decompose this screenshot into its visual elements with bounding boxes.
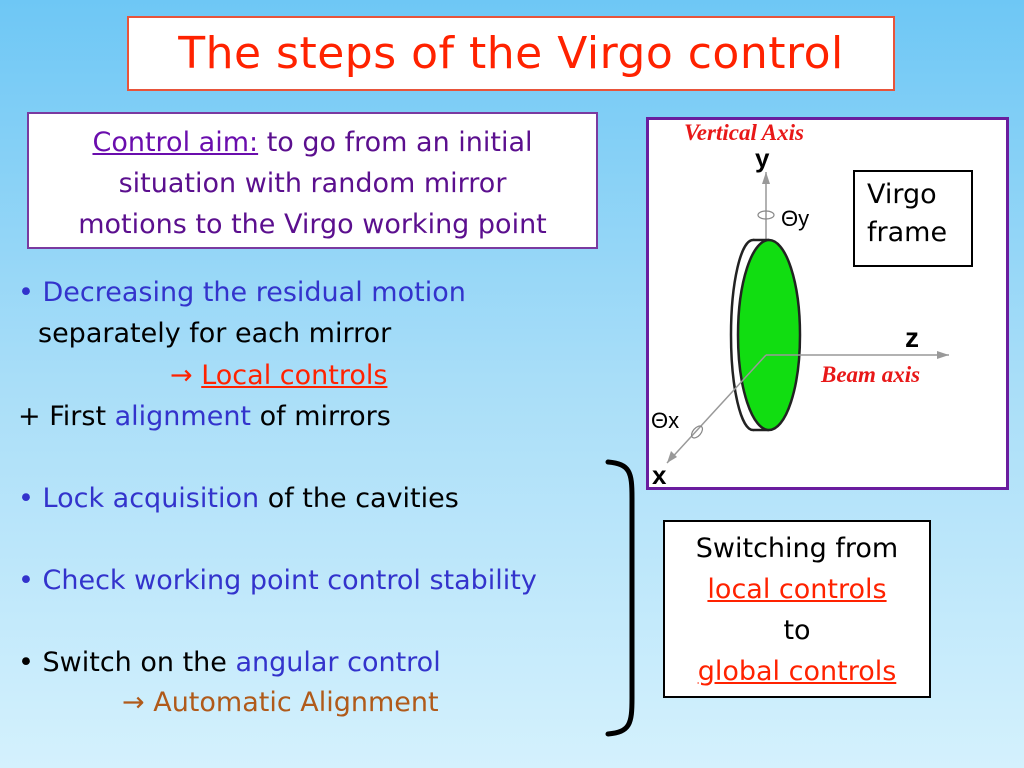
aim-line-3: motions to the Virgo working point [78,209,547,240]
switch-line-1: Switching from [695,533,899,564]
step-2-prefix: + First [18,401,115,432]
y-label: y [755,143,770,173]
beam-axis-label: Beam axis [820,362,920,387]
step-1-text: Decreasing the residual motion [42,277,466,308]
aim-text-1: to go from an initial [258,127,533,158]
local-controls-text[interactable]: local controls [707,574,887,605]
bullet: • [18,483,43,514]
right-brace-icon [605,459,635,737]
step-1-line-2: separately for each mirror [38,318,392,349]
z-axis-arrow [937,351,949,359]
step-4: • Check working point control stability [18,560,537,601]
mirror-face [736,238,802,432]
x-axis-line [666,354,767,464]
global-controls-text[interactable]: global controls [697,656,897,687]
z-label: z [905,322,919,353]
switch-line-2: local controls [665,569,929,610]
switching-box: Switching from local controls to global … [663,520,931,698]
bullet: • [18,565,43,596]
step-3-highlight: Lock acquisition [42,483,260,514]
step-5-arrow-line: → Automatic Alignment [122,682,439,723]
step-4-highlight: Check working point control stability [42,565,537,596]
step-1: • Decreasing the residual motion [18,272,466,313]
control-aim-box: Control aim: to go from an initial situa… [27,112,598,249]
step-5-prefix: • Switch on the [18,647,236,678]
step-3-suffix: of the cavities [259,483,459,514]
x-label: x [652,460,667,487]
theta-y-rotation-icon [757,210,775,220]
aim-line-1: Control aim: to go from an initial [29,122,596,163]
local-controls-link[interactable]: Local controls [201,360,388,391]
theta-x-rotation-icon [690,425,704,439]
virgo-frame-label-box: Virgo frame [853,170,973,267]
y-axis-arrow [762,172,770,184]
bullet: • [18,277,43,308]
aim-label: Control aim: [92,127,259,158]
step-5-highlight: angular control [235,647,441,678]
theta-x-label: Θx [651,408,679,433]
aim-line-2: situation with random mirror [118,168,507,199]
step-2-highlight: alignment [114,401,252,432]
step-5: • Switch on the angular control [18,642,441,683]
x-axis-arrow [667,451,677,463]
arrow-icon: → [170,360,202,391]
switch-line-4: global controls [665,651,929,692]
step-2: + First alignment of mirrors [18,396,391,437]
step-3: • Lock acquisition of the cavities [18,478,459,519]
step-1-arrow-line: → Local controls [170,355,387,396]
virgo-frame-line-2: frame [867,217,948,248]
axes-diagram-svg: Vertical Axis y Θy z Beam axis Θx x [651,120,949,487]
automatic-alignment: Automatic Alignment [153,687,439,718]
theta-y-label: Θy [781,206,809,231]
step-2-suffix: of mirrors [251,401,391,432]
title-box: The steps of the Virgo control [127,16,895,91]
switch-line-3: to [783,615,811,646]
virgo-frame-line-1: Virgo [867,179,937,210]
arrow-icon: → [122,687,154,718]
page-title: The steps of the Virgo control [178,28,844,79]
vertical-axis-label: Vertical Axis [684,120,804,145]
